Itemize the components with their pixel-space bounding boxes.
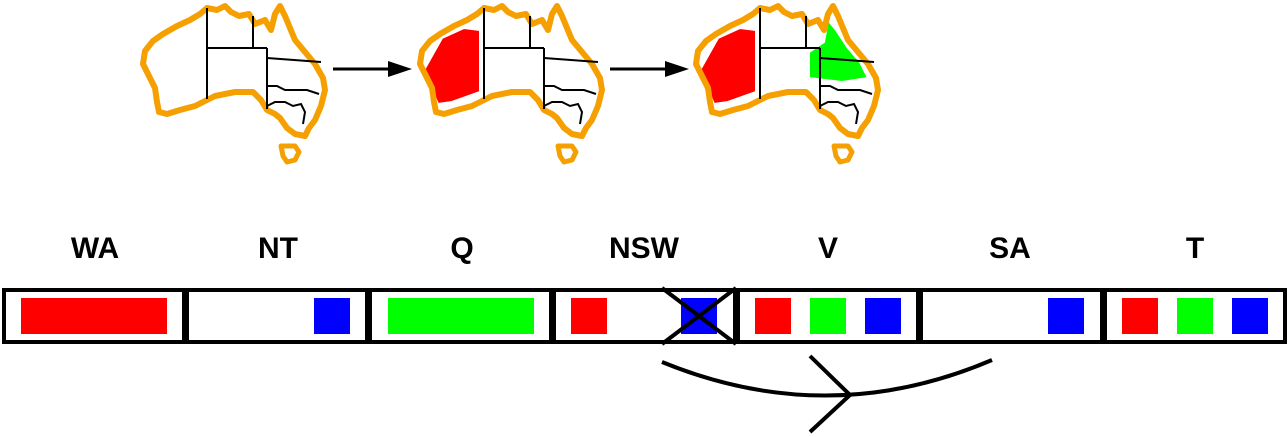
variable-labels: WA NT Q NSW V SA T	[71, 232, 1204, 265]
map-step-3	[696, 6, 878, 162]
value-nt-blue	[314, 298, 350, 334]
value-t-green	[1177, 298, 1213, 334]
label-t: T	[1186, 232, 1204, 265]
map-step-2	[420, 6, 602, 162]
value-wa-red	[21, 298, 167, 334]
domain-values	[21, 298, 1268, 334]
value-t-blue	[1232, 298, 1268, 334]
value-sa-blue	[1048, 298, 1084, 334]
label-sa: SA	[989, 232, 1031, 265]
label-wa: WA	[71, 232, 119, 265]
arc-nsw-to-sa	[661, 354, 993, 434]
label-nt: NT	[258, 232, 298, 265]
domain-boxes	[2, 288, 1287, 344]
value-q-green	[388, 298, 534, 334]
cross-out-icon	[660, 286, 738, 346]
map-step-1	[143, 6, 325, 162]
value-v-red	[755, 298, 791, 334]
value-nsw-red	[571, 298, 607, 334]
label-v: V	[818, 232, 838, 265]
arrow-right-icon	[610, 61, 689, 77]
label-q: Q	[450, 232, 473, 265]
arrowhead-icon	[808, 354, 853, 434]
value-v-green	[810, 298, 846, 334]
value-t-red	[1122, 298, 1158, 334]
value-v-blue	[865, 298, 901, 334]
label-nsw: NSW	[609, 232, 680, 265]
arrow-right-icon	[333, 61, 412, 77]
